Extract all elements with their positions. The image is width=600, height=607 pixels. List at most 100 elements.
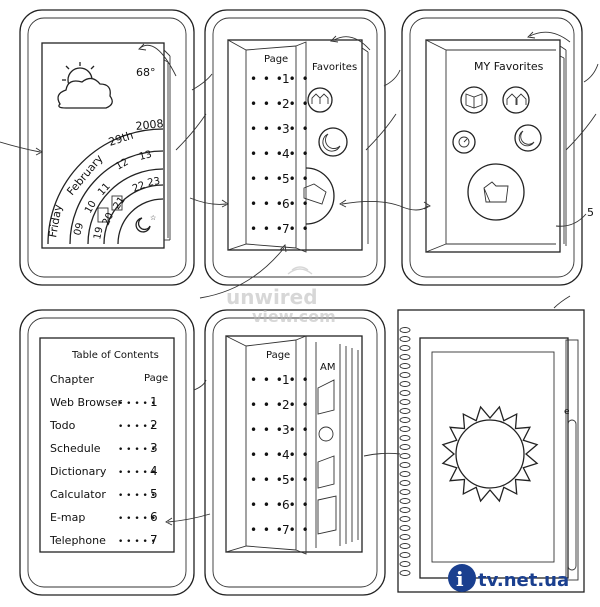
spiral-binding <box>399 327 411 576</box>
temperature-label: 68° <box>136 66 156 79</box>
spiral-ring <box>399 516 411 522</box>
date-label: 29th <box>107 129 135 149</box>
device-book-favorites: Page • • • • • 1 • • • • • 2 • • • • • 3… <box>204 9 386 286</box>
spiral-ring <box>399 426 411 432</box>
svg-text:• • • • •: • • • • • <box>118 537 156 547</box>
svg-text:• • • • •: • • • • • <box>118 422 156 432</box>
spiral-ring <box>399 435 411 441</box>
toc-header-chapter: Chapter <box>50 373 94 386</box>
spiral-ring <box>399 336 411 342</box>
toc-row[interactable]: Schedule • • • • • 3 <box>50 441 158 455</box>
svg-text:• • • • •: • • • • • <box>250 423 310 437</box>
toc-row[interactable]: Calculator • • • • • 5 <box>50 487 158 501</box>
spiral-ring <box>399 462 411 468</box>
toc-chapter: Web Browser <box>50 396 123 409</box>
page-number: 2 <box>282 97 290 111</box>
spiral-ring <box>399 471 411 477</box>
my-favorites-title: MY Favorites <box>474 60 544 73</box>
clock-icon[interactable] <box>452 130 476 154</box>
svg-text:• • • • •: • • • • • <box>250 97 310 111</box>
toc-row[interactable]: Dictionary • • • • • 4 <box>50 464 158 478</box>
reference-numeral: 5 <box>587 206 594 219</box>
svg-text:• • • • •: • • • • • <box>118 514 156 524</box>
device-notebook: e <box>397 309 585 593</box>
cal-num: 23 <box>147 176 161 189</box>
page-number: 5 <box>282 172 290 186</box>
toc-page: 5 <box>150 487 158 501</box>
watermark-unwiredview: unwired view.com <box>226 266 336 326</box>
svg-text:☆: ☆ <box>150 214 156 222</box>
page-number: 6 <box>282 197 290 211</box>
spiral-ring <box>399 390 411 396</box>
calendar-dial <box>47 128 164 245</box>
spiral-ring <box>399 345 411 351</box>
spiral-ring <box>399 363 411 369</box>
day-label: Friday <box>46 203 65 239</box>
spiral-ring <box>399 372 411 378</box>
page-number: 1 <box>282 72 290 86</box>
svg-text:• • • • •: • • • • • <box>250 197 310 211</box>
page-number: 4 <box>282 448 290 462</box>
page-index-list: • • • • • 1 • • • • • 2 • • • • • 3 • • … <box>250 373 310 537</box>
cal-num: 10 <box>83 199 99 216</box>
cal-num: 22 <box>131 180 147 195</box>
year-label: 2008 <box>135 117 164 133</box>
page-number: 3 <box>282 423 290 437</box>
spiral-ring <box>399 480 411 486</box>
toc-chapter: Schedule <box>50 442 101 455</box>
moon-icon[interactable] <box>514 124 542 152</box>
favorites-title: Favorites <box>312 62 357 73</box>
toc-title: Table of Contents <box>71 350 159 361</box>
folder-icon[interactable] <box>467 163 525 221</box>
svg-text:• • • • •: • • • • • <box>118 468 156 478</box>
toc-page: 1 <box>150 395 158 409</box>
device-my-favorites: MY Favorites 5 <box>401 9 594 286</box>
toc-row[interactable]: Telephone • • • • • 7 <box>49 533 158 547</box>
spiral-ring <box>399 327 411 333</box>
toc-page: 7 <box>150 533 158 547</box>
cal-num: 11 <box>96 181 113 198</box>
watermark-bottom-text: view.com <box>252 307 336 326</box>
toc-row[interactable]: E-map • • • • • 6 <box>50 510 158 524</box>
book-icon[interactable] <box>460 86 488 114</box>
svg-text:i: i <box>456 567 464 591</box>
page-number: 3 <box>282 122 290 136</box>
toc-row[interactable]: Todo • • • • • 2 <box>49 418 158 432</box>
connector-arrows <box>0 31 599 526</box>
cal-num: 19 <box>92 226 105 241</box>
svg-text:• • • • •: • • • • • <box>250 448 310 462</box>
spiral-ring <box>399 489 411 495</box>
spiral-ring <box>399 552 411 558</box>
sun-cloud-icon <box>57 62 113 109</box>
page-number: 6 <box>282 498 290 512</box>
moon-star-icon: ☆ <box>135 214 156 233</box>
house-icon[interactable] <box>307 87 333 113</box>
toc-page: 6 <box>150 510 158 524</box>
svg-text:e: e <box>564 407 570 417</box>
folder-icon[interactable] <box>303 167 335 225</box>
toc-list: Web Browser • • • • • 1 Todo • • • • • 2… <box>49 395 158 547</box>
house-icon[interactable] <box>502 86 530 114</box>
overlay-page-shapes <box>317 379 337 535</box>
svg-text:• • • • •: • • • • • <box>250 473 310 487</box>
cal-num: 13 <box>138 149 153 163</box>
moon-icon[interactable] <box>318 127 348 157</box>
toc-row[interactable]: Web Browser • • • • • 1 <box>50 395 158 409</box>
svg-text:• • • • •: • • • • • <box>250 222 310 236</box>
toc-chapter: E-map <box>50 511 85 524</box>
spiral-ring <box>399 534 411 540</box>
svg-text:• • • • •: • • • • • <box>118 491 156 501</box>
spiral-ring <box>399 381 411 387</box>
svg-text:• • • • •: • • • • • <box>250 523 310 537</box>
device-calendar: 68° Friday February 29th 2008 12 13 09 1… <box>19 9 195 286</box>
spiral-ring <box>399 570 411 576</box>
toc-chapter: Dictionary <box>50 465 107 478</box>
page-header: Page <box>266 350 290 361</box>
svg-text:• • • • •: • • • • • <box>250 373 310 387</box>
toc-chapter: Todo <box>49 419 76 432</box>
watermark-top-text: unwired <box>226 285 318 309</box>
spiral-ring <box>399 444 411 450</box>
page-number: 2 <box>282 398 290 412</box>
svg-text:• • • • •: • • • • • <box>250 147 310 161</box>
